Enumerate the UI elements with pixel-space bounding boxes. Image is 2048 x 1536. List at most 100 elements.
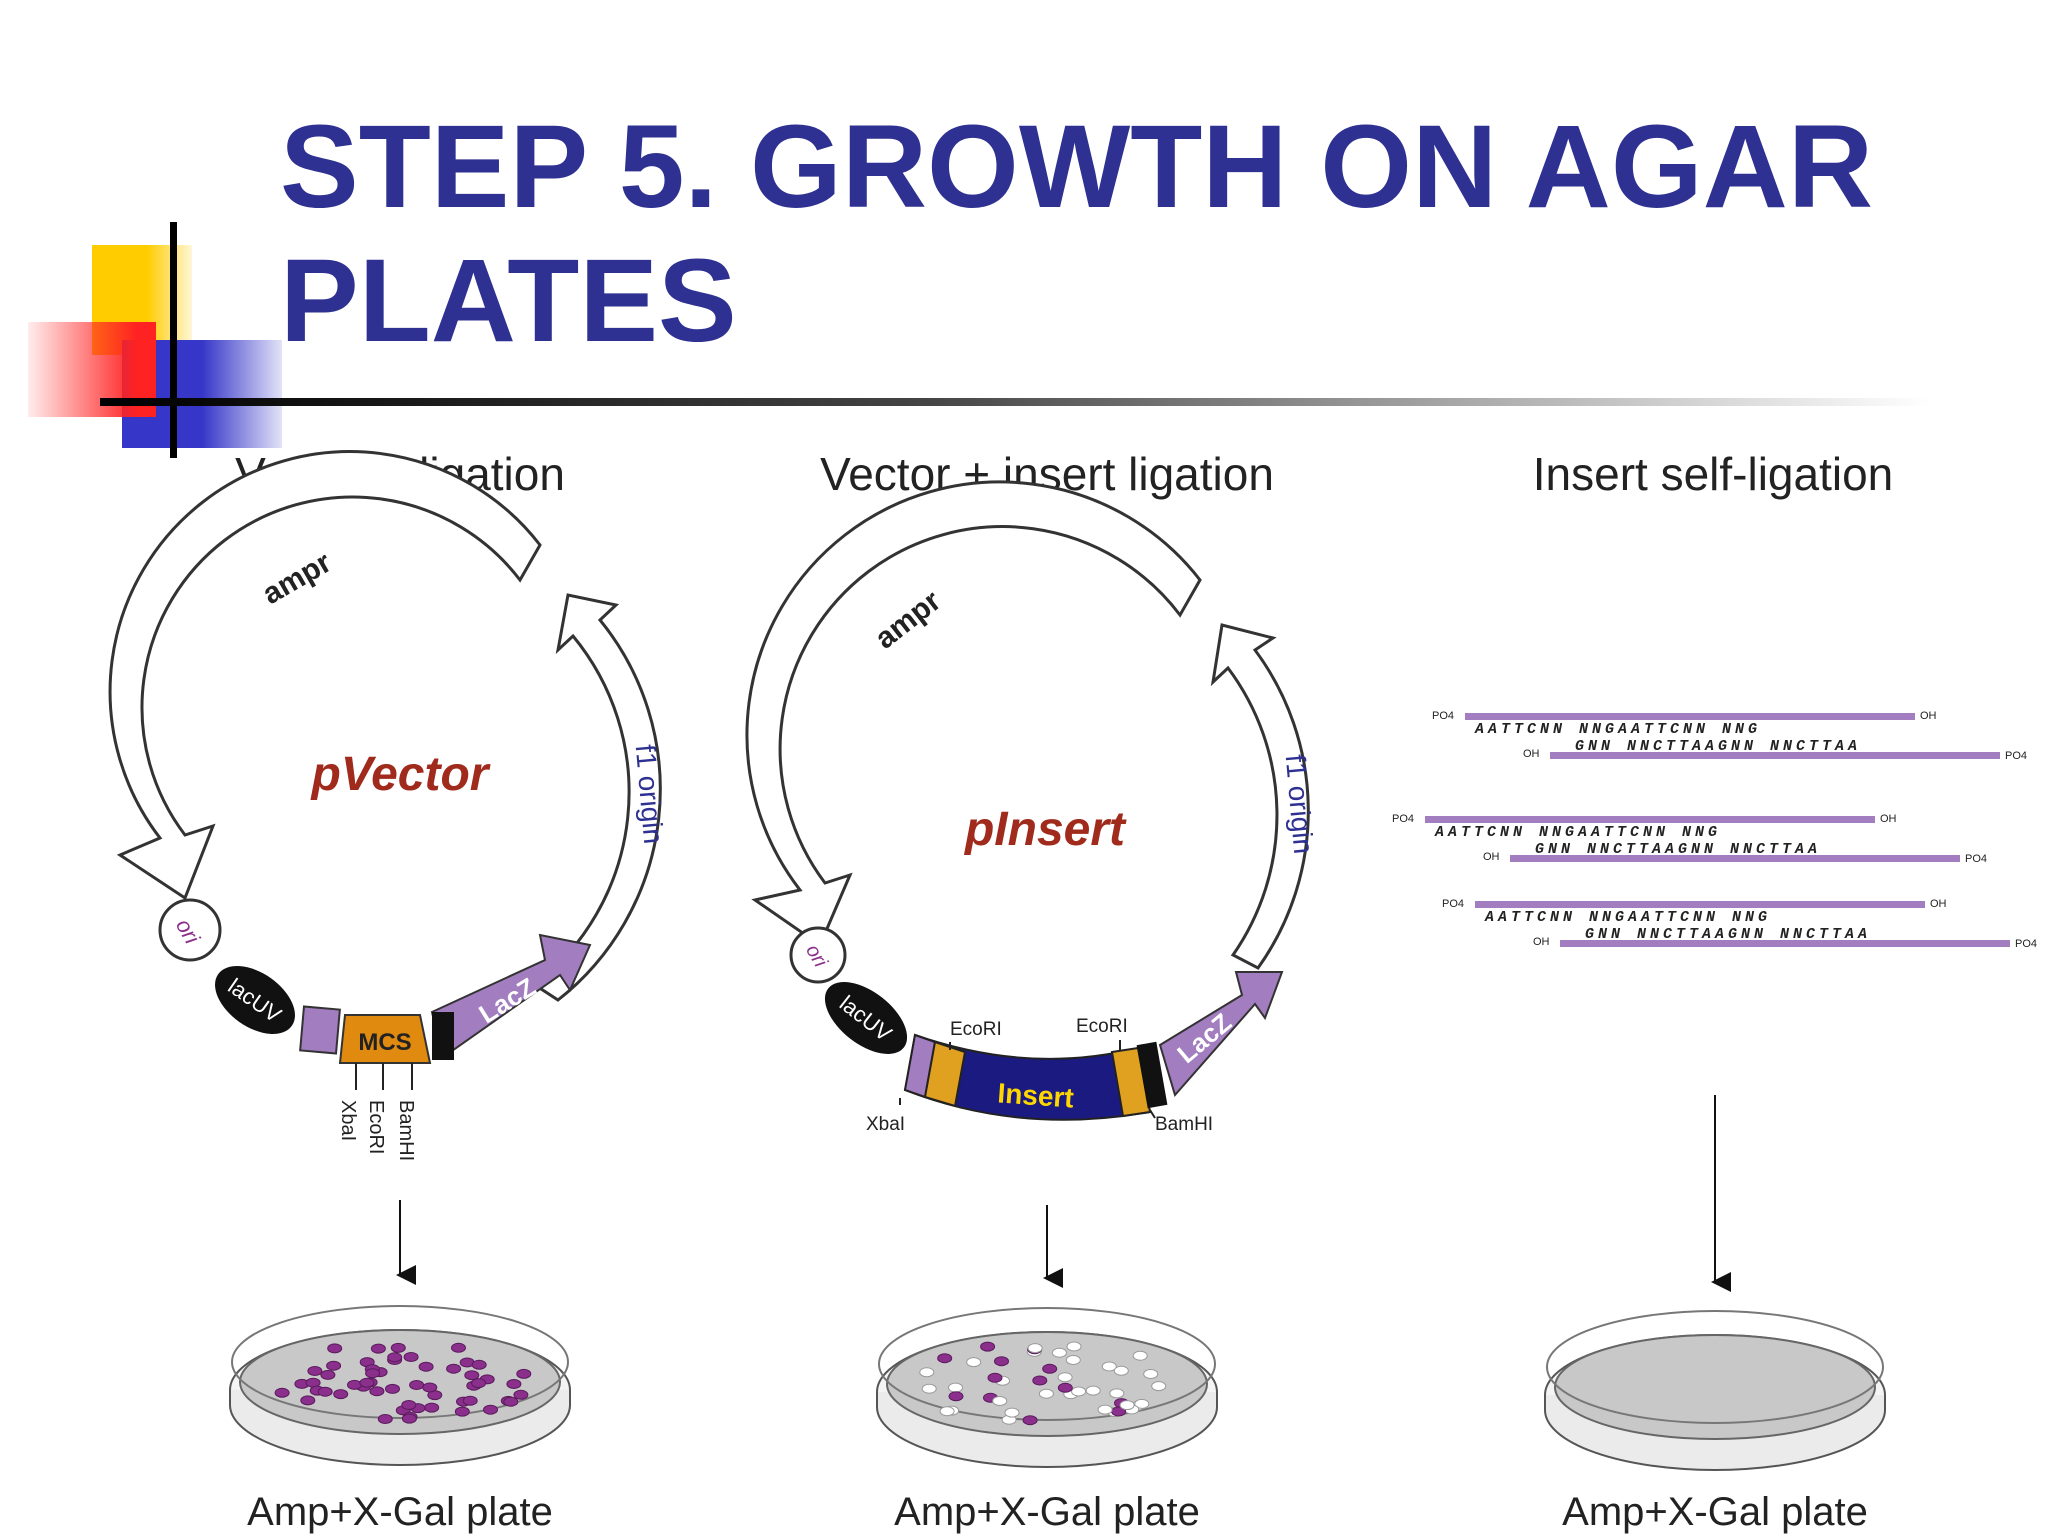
- slide-title: STEP 5. GROWTH ON AGAR PLATES: [280, 100, 2000, 368]
- top-strand-sequence: AATTCNN NNGAATTCNN NNG: [1474, 721, 1761, 738]
- blue-colony: [369, 1386, 385, 1397]
- petri-dish-1: [229, 1305, 571, 1466]
- petri-dish-2: [876, 1307, 1218, 1468]
- blue-colony: [347, 1379, 362, 1390]
- lacuv-promoter: [215, 966, 295, 1034]
- top-strand-bar: [1475, 901, 1925, 908]
- top-strand-bar: [1425, 816, 1875, 823]
- white-colony: [939, 1406, 955, 1417]
- plate-caption-2: Amp+X-Gal plate: [894, 1490, 1200, 1534]
- blue-colony: [464, 1370, 480, 1381]
- plasmid-name-pinsert: pInsert: [963, 803, 1127, 856]
- mcs-block: [338, 1014, 432, 1064]
- blue-colony: [471, 1378, 487, 1389]
- insert-left-mcs-stub: [923, 1040, 967, 1108]
- white-colony: [1097, 1404, 1113, 1415]
- insert-label: Insert: [997, 1077, 1075, 1113]
- strand-end-label: PO4: [1442, 898, 1464, 910]
- blue-colony: [320, 1369, 336, 1380]
- lacz-boundary-bar: [432, 1012, 454, 1060]
- blue-colony: [409, 1380, 425, 1390]
- site-label-xbai: XbaI: [337, 1100, 359, 1141]
- blue-colony: [446, 1363, 462, 1374]
- blue-colony: [516, 1368, 532, 1379]
- white-colony: [1057, 1372, 1073, 1383]
- lacz-boundary-bar: [1136, 1041, 1168, 1109]
- blue-colony: [503, 1396, 519, 1407]
- strand-end-label: PO4: [1392, 813, 1414, 825]
- title-line-2: PLATES: [280, 235, 737, 367]
- blue-colony: [274, 1387, 290, 1398]
- colonies-mixed: [919, 1341, 1167, 1426]
- ampr-arrow: [745, 480, 1202, 948]
- blue-colony: [359, 1377, 375, 1388]
- white-colony: [1101, 1361, 1117, 1372]
- blue-colony: [300, 1395, 316, 1406]
- strand-end-label: OH: [1880, 813, 1897, 825]
- strand-end-label: PO4: [1432, 710, 1454, 722]
- strand-end-label: PO4: [1965, 853, 1987, 865]
- white-colony: [1038, 1388, 1054, 1399]
- blue-colony: [994, 1356, 1009, 1367]
- lacz-gene: [430, 933, 592, 1060]
- bottom-strand-bar: [1550, 752, 2000, 759]
- blue-colony: [401, 1400, 417, 1410]
- top-strand-bar: [1465, 713, 1915, 720]
- strand-end-label: PO4: [2005, 750, 2027, 762]
- white-colony: [1085, 1385, 1101, 1396]
- blue-colony: [390, 1342, 406, 1353]
- white-colony: [1134, 1398, 1150, 1409]
- blue-colony: [418, 1361, 434, 1372]
- top-strand-sequence: AATTCNN NNGAATTCNN NNG: [1434, 824, 1721, 841]
- panel-heading-insert-self-ligation: Insert self-ligation: [1533, 448, 1894, 500]
- deco-vertical-line: [170, 222, 177, 458]
- white-colony: [1113, 1365, 1129, 1376]
- blue-colony: [506, 1379, 522, 1389]
- strand-end-label: PO4: [2015, 938, 2037, 950]
- dish-agar: [1554, 1334, 1876, 1440]
- blue-colony: [377, 1414, 393, 1424]
- white-colony: [992, 1396, 1008, 1406]
- ampr-label: ampr: [257, 546, 337, 611]
- white-colony: [919, 1367, 935, 1378]
- strand-end-label: OH: [1930, 898, 1947, 910]
- bottom-strand-bar: [1560, 940, 2010, 947]
- blue-colony: [483, 1404, 498, 1415]
- colonies-blue: [274, 1342, 532, 1424]
- bottom-strand-bar: [1510, 855, 1960, 862]
- lacz-alpha-fragment: [299, 1005, 341, 1055]
- white-colony: [966, 1357, 982, 1368]
- blue-colony: [1042, 1363, 1058, 1374]
- blue-colony: [980, 1341, 996, 1352]
- blue-colony: [937, 1353, 953, 1364]
- plasmid-pvector: ampr f1 origin pVector ori lacUV MCS Lac…: [108, 450, 669, 1161]
- blue-colony: [987, 1372, 1003, 1383]
- site-tick-bamhi: [1149, 1109, 1156, 1119]
- blue-colony: [307, 1366, 323, 1376]
- blue-colony: [1057, 1382, 1073, 1393]
- white-colony: [1143, 1369, 1159, 1379]
- white-colony: [1132, 1350, 1148, 1361]
- blue-colony: [422, 1382, 438, 1393]
- blue-colony: [424, 1402, 440, 1413]
- white-colony: [1065, 1355, 1081, 1365]
- strand-end-label: OH: [1533, 936, 1550, 948]
- bottom-strand-sequence: GNN NNCTTAAGNN NNCTTAA: [1585, 926, 1871, 943]
- site-label-ecori-left: EcoRI: [950, 1019, 1002, 1040]
- bottom-strand-sequence: GNN NNCTTAAGNN NNCTTAA: [1535, 841, 1821, 858]
- white-colony: [948, 1382, 963, 1393]
- white-colony: [1071, 1386, 1087, 1397]
- blue-colony: [513, 1389, 529, 1400]
- site-label-xbai: XbaI: [866, 1114, 905, 1135]
- dish-lid-edge: [1546, 1310, 1884, 1424]
- petri-dish-3: [1544, 1310, 1886, 1471]
- blue-colony: [403, 1352, 419, 1362]
- plasmid-name-pvector: pVector: [310, 748, 491, 801]
- blue-colony: [1032, 1375, 1048, 1386]
